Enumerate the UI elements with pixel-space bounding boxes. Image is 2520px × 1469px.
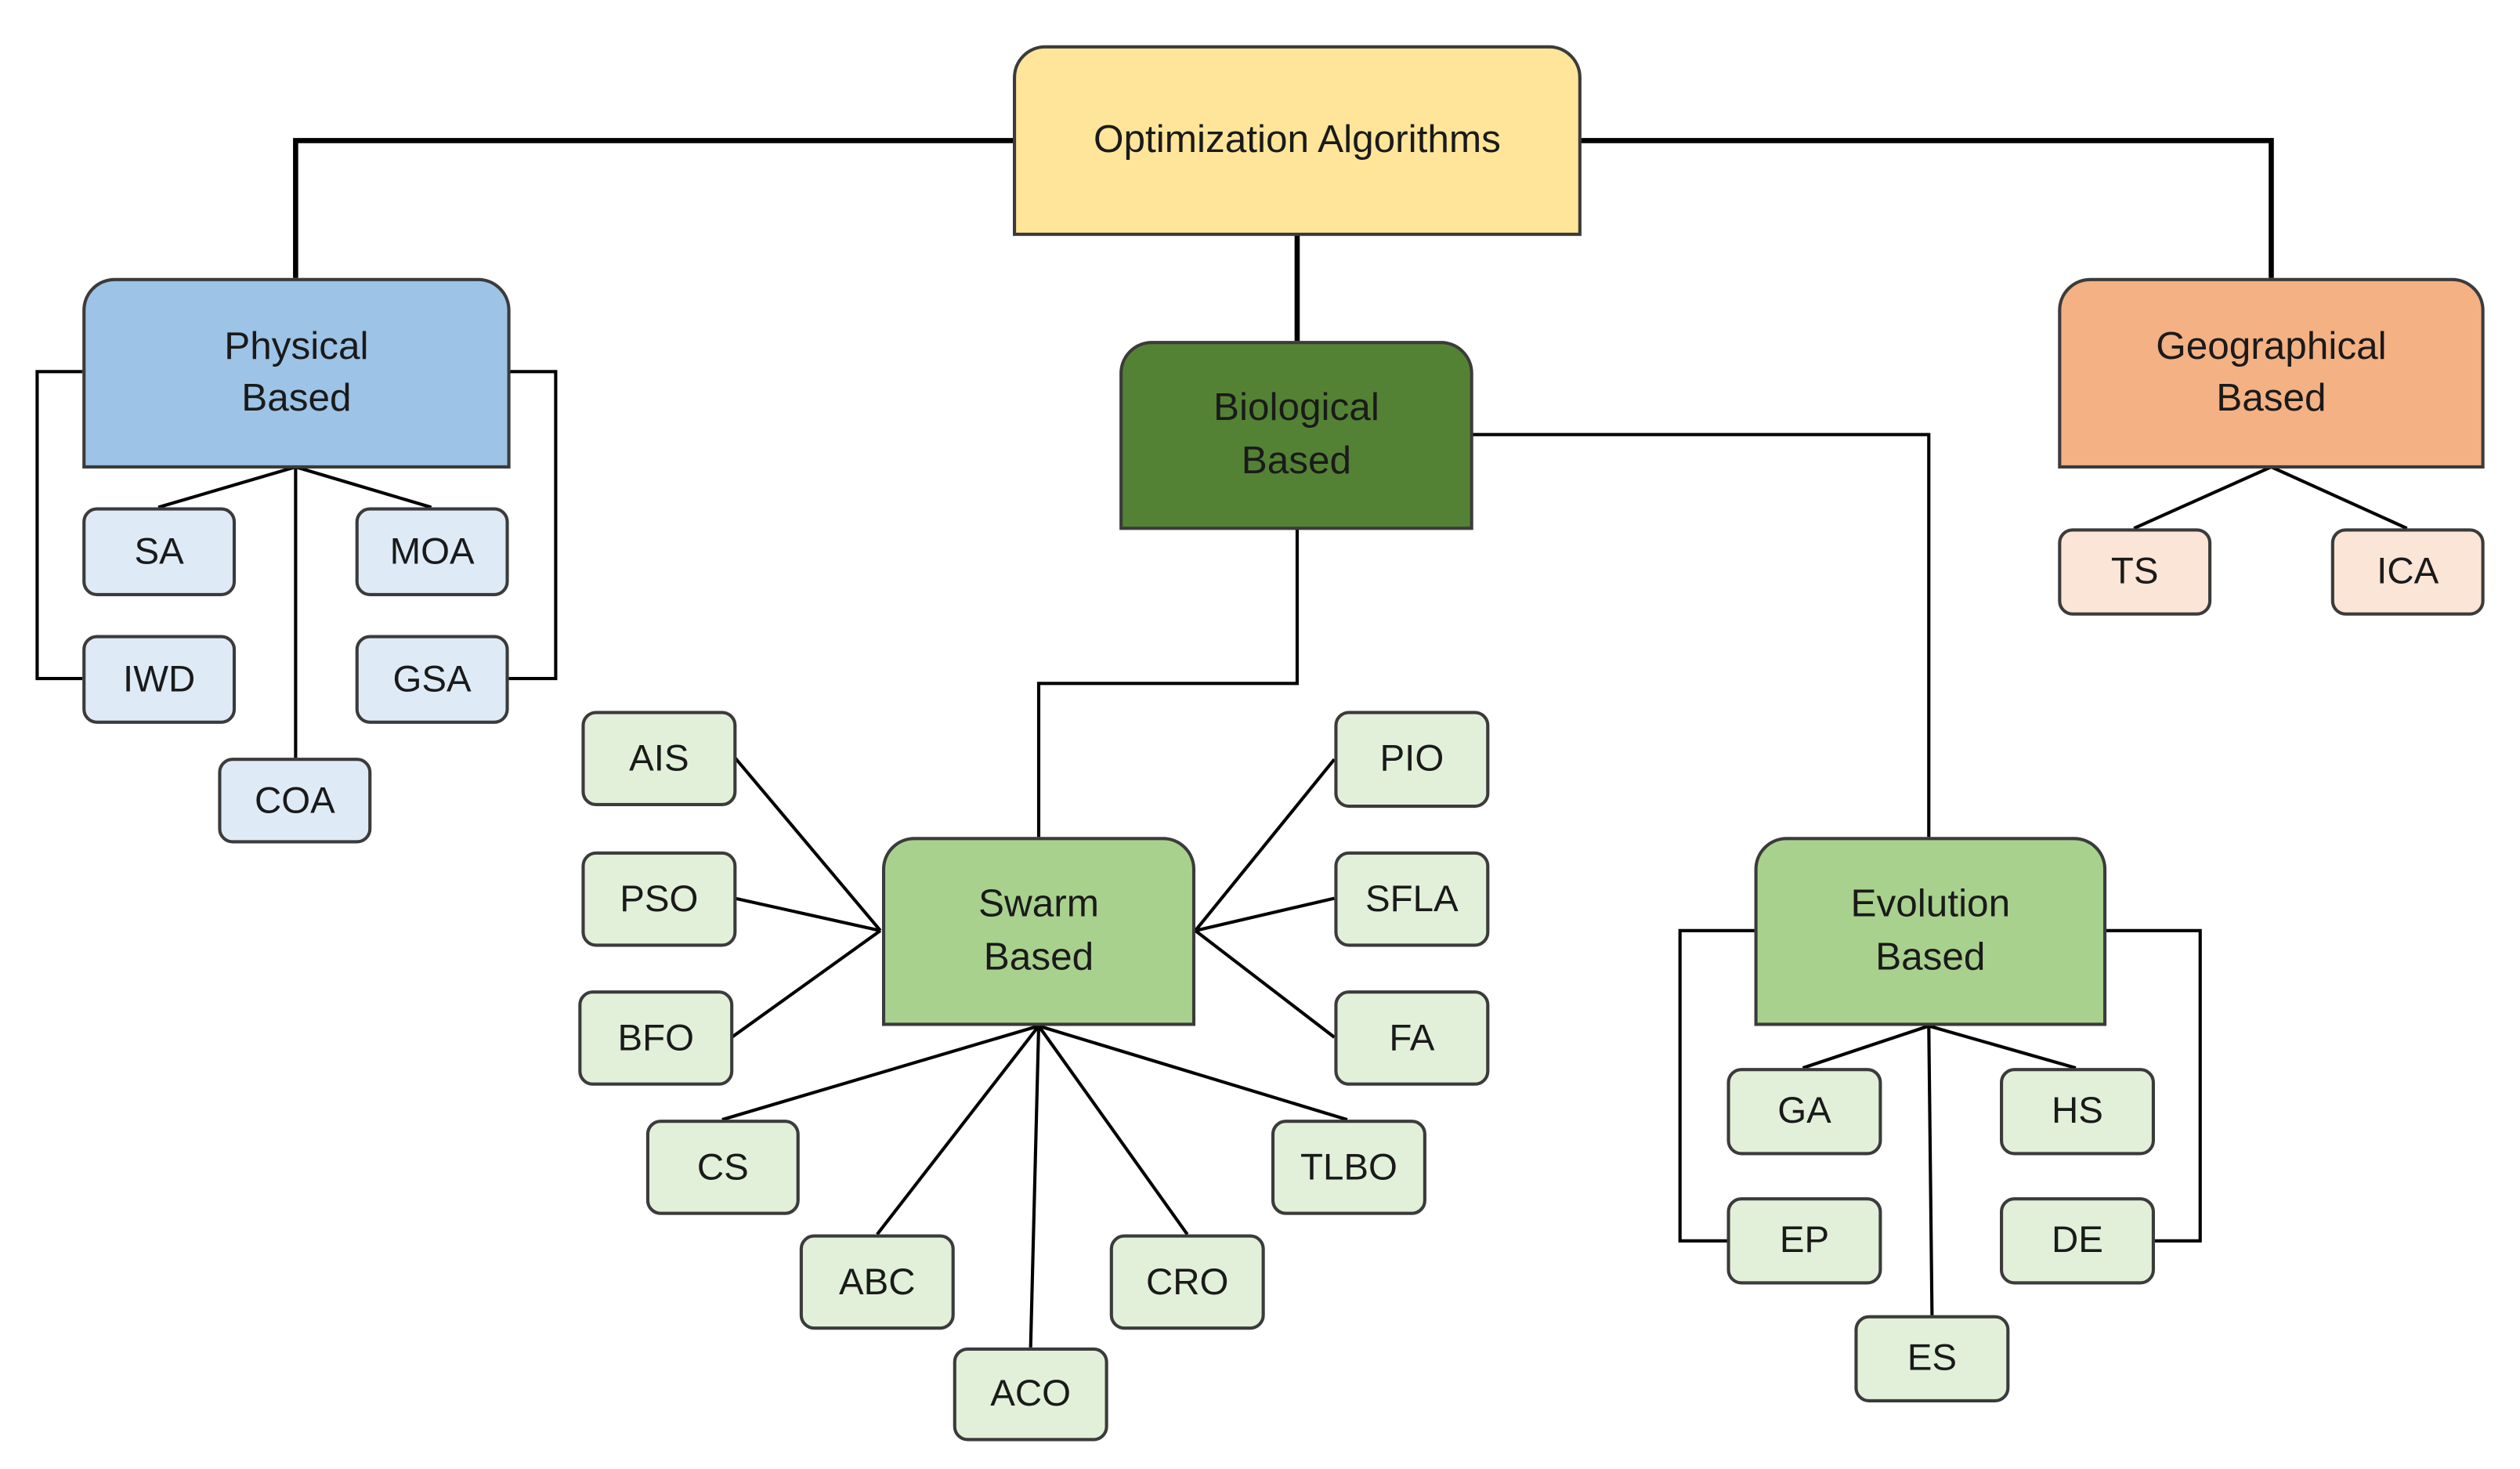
geographical-based-node: Geographical Based <box>2058 277 2485 469</box>
evolution-based-node: Evolution Based <box>1754 837 2107 1026</box>
leaf-fa: FA <box>1334 990 1490 1086</box>
edge-swarm-pio <box>1194 758 1336 932</box>
leaf-ep: EP <box>1726 1197 1882 1285</box>
edge-geographical-ts <box>2133 465 2272 530</box>
leaf-ts: TS <box>2058 528 2212 616</box>
leaf-es: ES <box>1854 1315 2010 1402</box>
leaf-iwd: IWD <box>82 635 237 724</box>
leaf-aco: ACO <box>953 1347 1108 1442</box>
edge-swarm-cs <box>721 1024 1039 1122</box>
edge-physical-gsa <box>508 370 558 681</box>
edge-root-geographical <box>1579 138 2274 278</box>
leaf-sfla: SFLA <box>1334 851 1490 947</box>
leaf-gsa: GSA <box>355 635 509 724</box>
leaf-pio: PIO <box>1334 711 1490 809</box>
edge-swarm-fa <box>1194 929 1336 1039</box>
leaf-hs: HS <box>2000 1068 2155 1156</box>
leaf-bfo: BFO <box>578 990 734 1086</box>
biological-based-node: Biological Based <box>1119 341 1473 530</box>
leaf-tlbo: TLBO <box>1271 1120 1426 1215</box>
leaf-sa: SA <box>82 507 237 596</box>
edge-root-physical <box>293 138 1013 278</box>
edge-swarm-cro <box>1037 1025 1189 1236</box>
edge-evolution-hs <box>1928 1024 2077 1070</box>
leaf-de: DE <box>2000 1197 2155 1285</box>
edge-swarm-abc <box>876 1025 1040 1236</box>
edge-biological-evolution <box>1471 432 1931 838</box>
edge-physical-moa <box>295 465 432 509</box>
leaf-ica: ICA <box>2330 528 2485 616</box>
leaf-abc: ABC <box>799 1234 955 1330</box>
leaf-cs: CS <box>645 1120 800 1215</box>
physical-based-node: Physical Based <box>82 277 511 469</box>
edge-geographical-ica <box>2270 465 2408 530</box>
edge-swarm-ais <box>733 756 882 932</box>
root-node: Optimization Algorithms <box>1012 45 1582 237</box>
edge-swarm-aco <box>1029 1026 1041 1348</box>
edge-swarm-pso <box>734 896 881 932</box>
leaf-ga: GA <box>1726 1068 1882 1156</box>
edge-swarm-sfla <box>1195 896 1335 932</box>
edge-biological-swarm <box>1036 528 1300 838</box>
leaf-moa: MOA <box>355 507 509 596</box>
leaf-cro: CRO <box>1109 1234 1265 1330</box>
leaf-pso: PSO <box>581 851 737 947</box>
edge-physical-sa <box>157 465 296 509</box>
leaf-ais: AIS <box>581 711 737 807</box>
edge-physical-iwd <box>35 370 83 681</box>
edge-evolution-ga <box>1802 1024 1929 1070</box>
leaf-coa: COA <box>218 758 372 844</box>
edge-evolution-es <box>1927 1026 1934 1315</box>
swarm-based-node: Swarm Based <box>881 837 1196 1026</box>
edge-swarm-bfo <box>730 929 882 1039</box>
edge-evolution-ep <box>1678 928 1755 1243</box>
edge-swarm-tlbo <box>1038 1024 1348 1122</box>
edge-evolution-de <box>2105 928 2202 1243</box>
